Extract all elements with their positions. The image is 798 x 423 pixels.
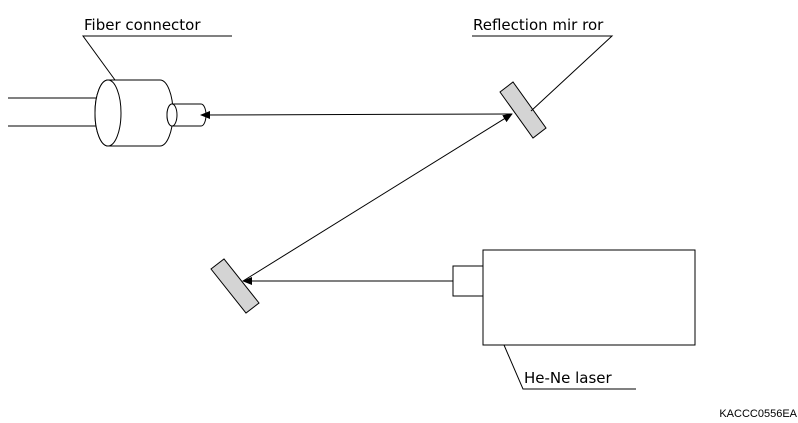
leader-fiber-connector xyxy=(82,35,232,81)
fiber-connector xyxy=(94,79,207,147)
leader-reflection-mirror xyxy=(472,35,614,112)
reflection-mirror-lower xyxy=(210,258,260,314)
label-laser: He-Ne laser xyxy=(524,369,613,387)
he-ne-laser xyxy=(452,249,696,346)
leader-laser xyxy=(503,344,636,390)
fiber-cable xyxy=(8,97,108,127)
reflection-mirror-upper xyxy=(499,81,547,139)
label-reflection-mirror: Reflection mir ror xyxy=(473,16,604,34)
label-fiber-connector: Fiber connector xyxy=(84,16,201,34)
beam-lower-to-upper-mirror xyxy=(242,113,513,282)
figure-code: KACCC0556EA xyxy=(719,408,797,420)
beam-upper-mirror-to-fiber xyxy=(200,110,513,119)
